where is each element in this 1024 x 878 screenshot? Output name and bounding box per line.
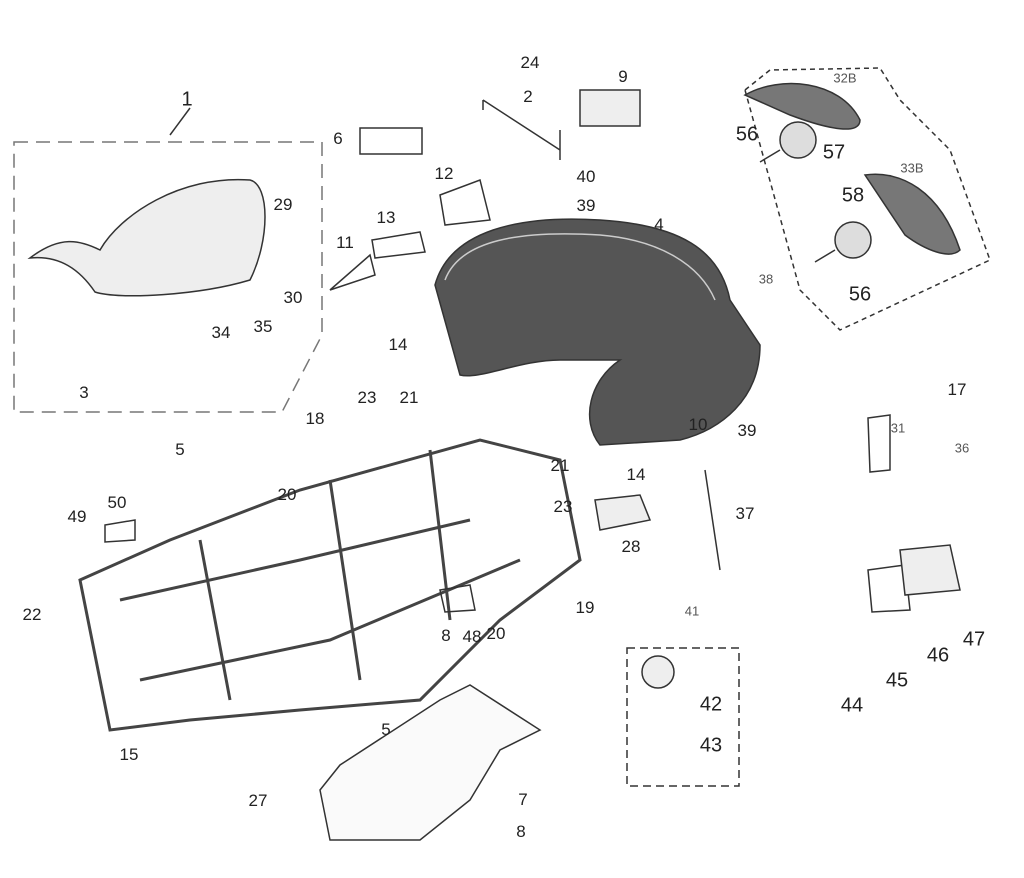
callout-58: 58	[841, 184, 865, 207]
taillight-cover-32b	[743, 82, 861, 130]
callout-48: 48	[462, 627, 482, 646]
part-9	[579, 89, 641, 127]
part-48	[439, 584, 476, 613]
callout-14: 14	[388, 335, 408, 354]
callout-1: 1	[181, 88, 193, 111]
callout-57: 57	[822, 141, 846, 164]
callout-37: 37	[735, 504, 755, 523]
callout-10: 10	[688, 415, 708, 434]
callout-22: 22	[22, 605, 42, 624]
callout-38: 38	[758, 271, 774, 287]
callout-40: 40	[576, 167, 596, 186]
callout-31: 31	[890, 420, 906, 436]
callout-35: 35	[253, 317, 273, 336]
callout-18: 18	[305, 409, 325, 428]
callout-32b: 32B	[833, 70, 857, 86]
callout-56b: 56	[848, 283, 872, 306]
callout-27: 27	[248, 791, 268, 810]
callout-21b: 21	[550, 456, 570, 475]
leader-1	[169, 107, 191, 136]
callout-4: 4	[654, 215, 664, 234]
part-41-box	[626, 647, 740, 787]
part-12	[439, 179, 491, 226]
part-47	[899, 544, 961, 596]
frame	[78, 438, 582, 732]
callout-20b: 20	[486, 624, 506, 643]
callout-11: 11	[336, 233, 354, 252]
callout-7: 7	[518, 790, 528, 809]
callout-39b: 39	[737, 421, 757, 440]
callout-6: 6	[333, 129, 343, 148]
callout-46: 46	[926, 644, 950, 667]
callout-36: 36	[954, 440, 970, 456]
callout-23: 23	[357, 388, 377, 407]
callout-29: 29	[273, 195, 293, 214]
callout-49: 49	[67, 507, 87, 526]
part-13	[371, 231, 426, 259]
callout-12: 12	[434, 164, 454, 183]
bulb-58	[834, 221, 872, 259]
callout-23b: 23	[553, 497, 573, 516]
callout-9: 9	[618, 67, 628, 86]
seat	[27, 178, 266, 297]
spring-37	[704, 469, 721, 571]
callout-24: 24	[520, 53, 540, 72]
skid-plate-27	[319, 684, 542, 841]
callout-8b: 8	[516, 822, 526, 841]
callout-44: 44	[840, 694, 864, 717]
callout-42: 42	[699, 693, 723, 716]
rear-fender	[434, 218, 761, 446]
part-31	[867, 414, 891, 473]
callout-21: 21	[399, 388, 419, 407]
callout-15: 15	[119, 745, 139, 764]
callout-5b: 5	[381, 720, 391, 739]
callout-3: 3	[79, 383, 89, 402]
part-28	[594, 494, 652, 531]
callout-28: 28	[621, 537, 641, 556]
callout-8: 8	[441, 626, 451, 645]
callout-19: 19	[575, 598, 595, 617]
callout-30: 30	[283, 288, 303, 307]
part-11	[329, 253, 376, 291]
callout-20: 20	[277, 485, 297, 504]
callout-5: 5	[175, 440, 185, 459]
rod-2	[482, 99, 561, 160]
callout-45: 45	[885, 669, 909, 692]
part-6	[359, 127, 423, 155]
callout-56: 56	[735, 123, 759, 146]
part-49	[104, 519, 136, 543]
callout-41: 41	[684, 603, 700, 619]
taillight-cover-33b	[863, 173, 961, 255]
knob-41	[641, 655, 675, 689]
bulb-57	[779, 121, 817, 159]
light-group-box	[744, 67, 991, 331]
callout-2: 2	[523, 87, 533, 106]
callout-39: 39	[576, 196, 596, 215]
callout-47: 47	[962, 628, 986, 651]
callout-50: 50	[107, 493, 127, 512]
callout-43: 43	[699, 734, 723, 757]
callout-14b: 14	[626, 465, 646, 484]
callout-34: 34	[211, 323, 231, 342]
part-46	[867, 564, 911, 613]
callout-33b: 33B	[900, 160, 924, 176]
callout-17: 17	[947, 380, 967, 399]
callout-13: 13	[376, 208, 396, 227]
rear-fender-top	[444, 233, 716, 301]
